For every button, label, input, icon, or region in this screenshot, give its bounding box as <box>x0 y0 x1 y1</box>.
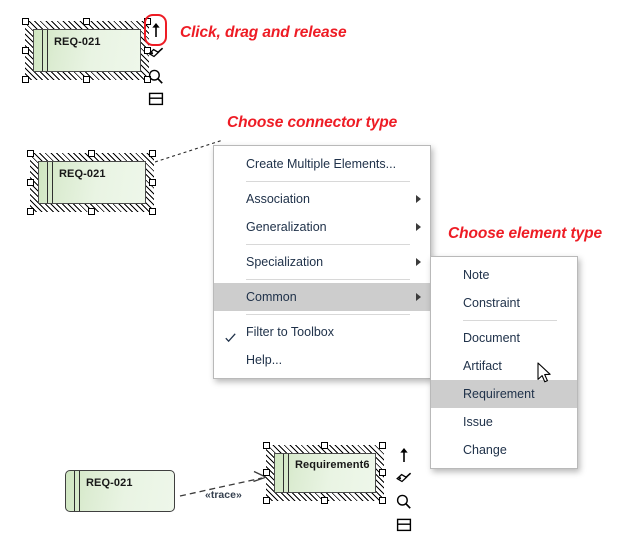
submenu-arrow-icon <box>416 293 421 301</box>
resize-handle-n[interactable] <box>88 150 95 157</box>
resize-handle-sw[interactable] <box>27 208 34 215</box>
menu-item-label: Artifact <box>463 359 502 373</box>
resize-handle-e[interactable] <box>144 47 151 54</box>
uml-element-body[interactable]: REQ-021 <box>33 29 141 72</box>
resize-handle-s[interactable] <box>321 497 328 504</box>
resize-handle-nw[interactable] <box>22 18 29 25</box>
uml-element-target-bottom[interactable]: Requirement6 <box>263 442 387 504</box>
quicklink-window-icon[interactable] <box>147 90 165 108</box>
connector-stereotype-label: «trace» <box>205 489 242 501</box>
quicklink-highlight-ring <box>144 14 167 46</box>
menu-item-label: Change <box>463 443 507 457</box>
menu-item-specialization[interactable]: Specialization <box>214 248 430 276</box>
menu-item-generalization[interactable]: Generalization <box>214 213 430 241</box>
menu-item-label: Common <box>246 290 297 304</box>
resize-handle-nw[interactable] <box>263 442 270 449</box>
menu-item-label: Specialization <box>246 255 324 269</box>
resize-handle-w[interactable] <box>22 47 29 54</box>
uml-element-source-middle[interactable]: REQ-021 <box>27 150 157 215</box>
requirement-marker-icon <box>42 30 48 71</box>
resize-handle-e[interactable] <box>379 469 386 476</box>
resize-handle-nw[interactable] <box>27 150 34 157</box>
check-icon <box>225 326 236 343</box>
resize-handle-ne[interactable] <box>379 442 386 449</box>
menu-item-label: Create Multiple Elements... <box>246 157 397 171</box>
menu-separator <box>246 279 410 280</box>
menu-item-association[interactable]: Association <box>214 185 430 213</box>
resize-handle-s[interactable] <box>88 208 95 215</box>
quicklink-pen-icon[interactable] <box>147 45 165 63</box>
resize-handle-se[interactable] <box>379 497 386 504</box>
menu-item-constraint[interactable]: Constraint <box>431 289 577 317</box>
requirement-marker-icon <box>74 471 80 511</box>
quicklink-arrow-icon[interactable] <box>147 21 165 39</box>
menu-item-help[interactable]: Help... <box>214 346 430 374</box>
quicklink-arrow-icon[interactable] <box>395 446 413 464</box>
menu-item-filter-to-toolbox[interactable]: Filter to Toolbox <box>214 318 430 346</box>
resize-handle-w[interactable] <box>263 469 270 476</box>
menu-item-label: Help... <box>246 353 283 367</box>
menu-item-artifact[interactable]: Artifact <box>431 352 577 380</box>
uml-element-name: Requirement6 <box>295 459 370 471</box>
menu-item-issue[interactable]: Issue <box>431 408 577 436</box>
menu-item-change[interactable]: Change <box>431 436 577 464</box>
menu-item-label: Issue <box>463 415 493 429</box>
submenu-arrow-icon <box>416 223 421 231</box>
resize-handle-s[interactable] <box>83 76 90 83</box>
annotation-choose-element-type: Choose element type <box>448 225 603 242</box>
menu-item-common[interactable]: Common <box>214 283 430 311</box>
resize-handle-n[interactable] <box>321 442 328 449</box>
resize-handle-e[interactable] <box>149 179 156 186</box>
menu-separator <box>246 244 410 245</box>
uml-element-body[interactable]: REQ-021 <box>65 470 175 512</box>
quicklink-window-icon[interactable] <box>395 516 413 534</box>
menu-item-label: Requirement <box>463 387 535 401</box>
menu-item-document[interactable]: Document <box>431 324 577 352</box>
menu-item-requirement[interactable]: Requirement <box>431 380 577 408</box>
quicklink-pen-icon[interactable] <box>395 470 413 488</box>
uml-element-body[interactable]: Requirement6 <box>274 453 376 493</box>
annotation-choose-connector-type: Choose connector type <box>227 114 398 131</box>
menu-item-label: Document <box>463 331 520 345</box>
requirement-marker-icon <box>283 454 289 492</box>
resize-handle-se[interactable] <box>144 76 151 83</box>
requirement-marker-icon <box>47 162 53 203</box>
menu-item-label: Generalization <box>246 220 327 234</box>
uml-element-name: REQ-021 <box>59 168 106 180</box>
resize-handle-se[interactable] <box>149 208 156 215</box>
submenu-arrow-icon <box>416 195 421 203</box>
submenu-arrow-icon <box>416 258 421 266</box>
uml-element-body[interactable]: REQ-021 <box>38 161 146 204</box>
uml-element-source-top[interactable]: REQ-021 <box>22 18 152 83</box>
uml-element-name: REQ-021 <box>54 36 101 48</box>
resize-handle-w[interactable] <box>27 179 34 186</box>
resize-handle-sw[interactable] <box>263 497 270 504</box>
resize-handle-n[interactable] <box>83 18 90 25</box>
resize-handle-sw[interactable] <box>22 76 29 83</box>
menu-separator <box>246 314 410 315</box>
annotation-click-drag-release: Click, drag and release <box>180 24 347 41</box>
resize-handle-ne[interactable] <box>149 150 156 157</box>
mouse-cursor <box>537 362 553 386</box>
menu-item-label: Note <box>463 268 490 282</box>
menu-item-label: Filter to Toolbox <box>246 325 335 339</box>
quicklink-toolbar-bottom[interactable] <box>392 446 418 532</box>
quicklink-magnifier-icon[interactable] <box>395 493 413 511</box>
menu-item-create-multiple-elements[interactable]: Create Multiple Elements... <box>214 150 430 178</box>
uml-element-name: REQ-021 <box>86 477 133 489</box>
menu-separator <box>246 181 410 182</box>
menu-separator <box>463 320 557 321</box>
quicklink-toolbar-top[interactable] <box>144 14 170 106</box>
quicklink-magnifier-icon[interactable] <box>147 68 165 86</box>
menu-item-label: Constraint <box>463 296 520 310</box>
menu-item-label: Association <box>246 192 310 206</box>
menu-item-note[interactable]: Note <box>431 261 577 289</box>
uml-element-source-bottom[interactable]: REQ-021 <box>65 470 183 518</box>
